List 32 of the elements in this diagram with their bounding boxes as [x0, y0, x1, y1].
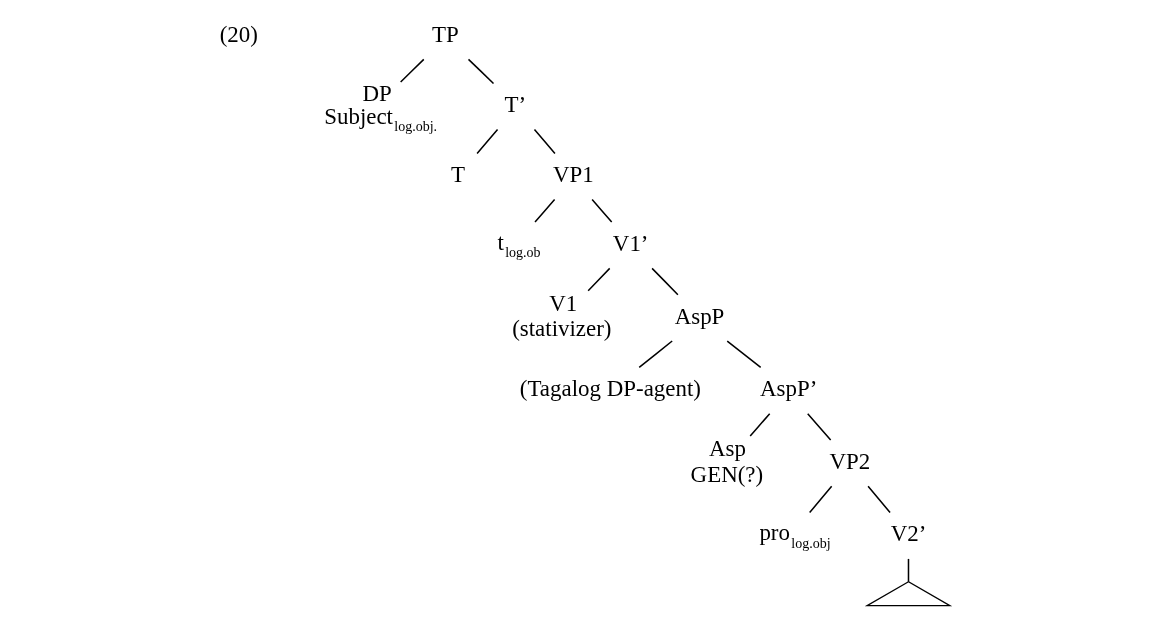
- node-text: TP: [431, 21, 459, 47]
- connector: [637, 340, 673, 369]
- connector: [590, 198, 612, 223]
- connector: [533, 198, 555, 223]
- connector: [866, 485, 891, 514]
- node-text: T’: [504, 92, 526, 118]
- node-text: VP1: [552, 162, 594, 188]
- node-text: DP Subject$_{log.obj.}$: [323, 80, 437, 135]
- connector: [808, 485, 832, 514]
- connector: [748, 412, 770, 437]
- connector: [650, 267, 679, 296]
- node-text: (Tagalog DP-agent): [519, 376, 701, 402]
- node-text: V2’: [890, 521, 926, 547]
- node-text: AspP: [674, 303, 724, 329]
- node-text: t$_{log.ob}$: [497, 229, 541, 261]
- connector: [806, 412, 831, 441]
- connector: [586, 267, 610, 292]
- connector: [467, 58, 494, 85]
- connector: [725, 340, 761, 369]
- node-text: V1’: [612, 230, 649, 256]
- node-text: Asp GEN(?): [690, 436, 763, 487]
- connector: [475, 128, 498, 155]
- node-triangle: [864, 581, 952, 607]
- node-text: AspP’: [759, 376, 817, 402]
- connector: [399, 58, 425, 83]
- label: (20): [219, 21, 258, 47]
- node-text: V1 (stativizer): [511, 290, 611, 342]
- connector: [533, 128, 556, 155]
- node-text: pro$_{log.obj}$: [758, 520, 831, 551]
- node-text: VP2: [828, 448, 870, 474]
- connector: [907, 558, 909, 583]
- node-text: T: [450, 162, 465, 188]
